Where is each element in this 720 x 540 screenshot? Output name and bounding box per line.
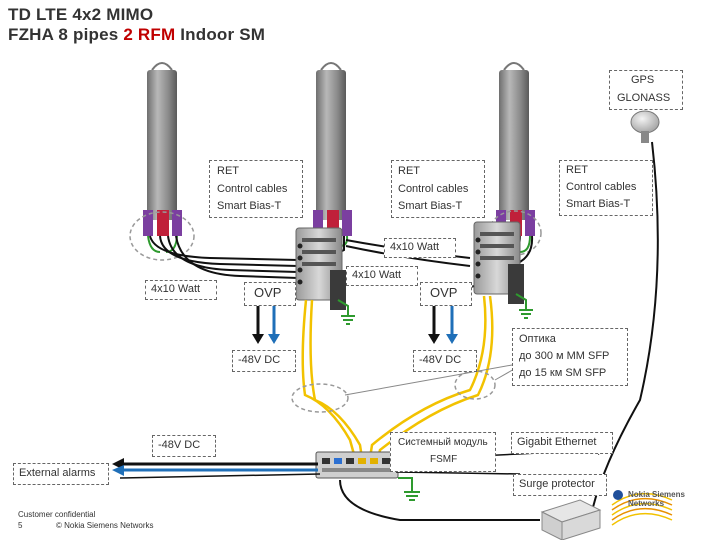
logo-text-line-2: Networks bbox=[628, 499, 665, 508]
smart-bias-t-label: Smart Bias-T bbox=[217, 200, 282, 212]
dc-box-1 bbox=[232, 350, 296, 372]
optics-sm-sfp: до 15 км SM SFP bbox=[519, 367, 607, 379]
port-highlight-ellipse bbox=[129, 211, 195, 261]
copyright-note: © Nokia Siemens Networks bbox=[56, 521, 154, 530]
system-module-label: Системный модуль bbox=[398, 437, 488, 448]
control-cables-label: Control cables bbox=[398, 183, 469, 195]
dc-voltage-label: -48V DC bbox=[419, 354, 462, 366]
ret-box-1 bbox=[209, 160, 303, 218]
dc-box-2 bbox=[413, 350, 477, 372]
dc-box-3 bbox=[152, 435, 216, 457]
gigabit-box bbox=[511, 432, 613, 454]
system-module-box bbox=[390, 432, 496, 472]
optics-box bbox=[512, 328, 628, 386]
surge-protector-label: Surge protector bbox=[519, 478, 595, 490]
logo-text-line-1: Nokia Siemens bbox=[628, 490, 685, 499]
watt-box-mid bbox=[346, 266, 418, 286]
gps-antenna bbox=[630, 110, 660, 143]
optics-mm-sfp: до 300 м MM SFP bbox=[519, 350, 610, 362]
page-number: 5 bbox=[18, 521, 23, 530]
external-alarms-label: External alarms bbox=[19, 467, 96, 479]
title-line-2: FZHA 8 pipes 2 RFM Indoor SM bbox=[8, 25, 265, 45]
control-cables-label: Control cables bbox=[217, 183, 288, 195]
antenna-1 bbox=[143, 62, 182, 236]
gigabit-ethernet-label: Gigabit Ethernet bbox=[517, 436, 597, 448]
title-line-2-suffix: Indoor SM bbox=[175, 25, 266, 44]
dc-voltage-label: -48V DC bbox=[238, 354, 281, 366]
rfm-unit-1 bbox=[295, 227, 346, 310]
ret-box-3 bbox=[559, 160, 653, 216]
ovp-box-2 bbox=[420, 282, 472, 306]
smart-bias-t-label: Smart Bias-T bbox=[398, 200, 463, 212]
gps-label: GPS bbox=[631, 74, 655, 86]
dc-voltage-label: -48V DC bbox=[158, 439, 201, 451]
optical-cables bbox=[301, 295, 494, 459]
ret-label: RET bbox=[217, 165, 239, 177]
title-highlight: 2 RFM bbox=[123, 25, 176, 44]
ground-symbol bbox=[398, 477, 420, 501]
smart-bias-t-label: Smart Bias-T bbox=[566, 198, 631, 210]
surge-protector bbox=[540, 499, 602, 540]
surge-box bbox=[513, 474, 607, 496]
power-rating-label: 4x10 Watt bbox=[151, 283, 201, 295]
ovp-label: OVP bbox=[254, 285, 282, 300]
power-rating-label: 4x10 Watt bbox=[390, 241, 440, 253]
ground-symbol bbox=[337, 293, 533, 325]
external-alarms-box bbox=[13, 463, 109, 485]
confidential-note: Customer confidential bbox=[18, 510, 96, 519]
ovp-box-1 bbox=[244, 282, 296, 306]
nsn-logo-graphic bbox=[611, 490, 673, 526]
title-line-1: TD LTE 4x2 MIMO bbox=[8, 5, 154, 24]
ret-label: RET bbox=[566, 164, 588, 176]
gps-label-box bbox=[609, 70, 683, 110]
title-line-2-prefix: FZHA 8 pipes bbox=[8, 25, 124, 44]
antenna-2 bbox=[313, 62, 352, 236]
watt-box-left bbox=[145, 280, 217, 300]
ovp-label: OVP bbox=[430, 285, 458, 300]
watt-box-top bbox=[384, 238, 456, 258]
glonass-label: GLONASS bbox=[617, 92, 671, 104]
power-rating-label: 4x10 Watt bbox=[352, 269, 402, 281]
fsmf-label: FSMF bbox=[430, 454, 458, 465]
ret-box-2 bbox=[391, 160, 485, 218]
ret-label: RET bbox=[398, 165, 420, 177]
optics-title: Оптика bbox=[519, 333, 556, 345]
rfm-unit-2 bbox=[473, 221, 524, 304]
control-cables-label: Control cables bbox=[566, 181, 637, 193]
system-module-fsmf bbox=[315, 451, 399, 479]
optics-highlight-ellipse bbox=[291, 383, 349, 413]
antenna-3 bbox=[496, 62, 535, 236]
